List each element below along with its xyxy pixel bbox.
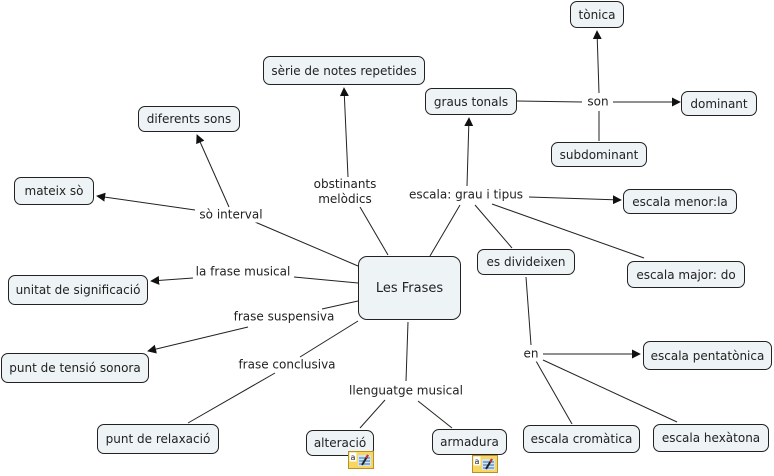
link-line — [535, 360, 573, 425]
link-phrase-escala-grau-i-tipus: escala: grau i tipus — [406, 187, 526, 203]
concept-escala-major[interactable]: escala major: do — [627, 261, 745, 288]
link-line — [254, 221, 359, 267]
link-line — [147, 326, 249, 354]
link-line — [516, 100, 583, 103]
link-line — [417, 400, 453, 429]
link-line — [542, 359, 678, 423]
note-resource-icon[interactable]: a — [472, 455, 498, 473]
link-phrase-so-interval: sò interval — [197, 207, 265, 223]
link-line — [429, 204, 461, 257]
link-line — [464, 117, 474, 187]
link-line — [359, 399, 386, 429]
concept-tonica[interactable]: tònica — [570, 1, 624, 28]
concept-dominant[interactable]: dominant — [681, 91, 757, 116]
concept-alteracio[interactable]: alteració — [306, 430, 374, 456]
concept-serie-notes-repetides[interactable]: sèrie de notes repetides — [263, 56, 425, 85]
concept-unitat-de-significacio[interactable]: unitat de significació — [8, 275, 148, 305]
concept-escala-cromatica[interactable]: escala cromàtica — [523, 425, 640, 453]
link-line — [339, 87, 349, 178]
link-line — [359, 206, 389, 256]
concept-armadura[interactable]: armadura — [432, 429, 507, 455]
link-line — [293, 276, 359, 284]
concept-escala-menor[interactable]: escala menor:la — [623, 189, 737, 214]
link-line — [592, 30, 602, 94]
link-line — [525, 276, 532, 346]
link-line — [528, 195, 622, 205]
concept-diferents-sons[interactable]: diferents sons — [138, 106, 240, 132]
link-phrase-son: son — [585, 94, 611, 110]
link-phrase-en: en — [521, 346, 541, 362]
link-phrase-obstinants-melodics: obstinants melòdics — [311, 177, 379, 207]
concept-subdominant[interactable]: subdominant — [551, 142, 647, 167]
link-line — [299, 320, 359, 358]
concept-escala-hexatona[interactable]: escala hexàtona — [653, 424, 769, 452]
link-line — [405, 321, 409, 382]
svg-text:a: a — [475, 457, 480, 466]
link-line — [96, 192, 196, 211]
link-phrase-frase-conclusiva: frase conclusiva — [236, 357, 338, 373]
link-phrase-la-frase-musical: la frase musical — [193, 264, 293, 280]
link-line — [491, 203, 645, 259]
link-phrase-llenguatge-musical: llenguatge musical — [347, 383, 465, 399]
concept-es-divideixen[interactable]: es divideixen — [477, 249, 575, 275]
link-line — [150, 275, 194, 285]
link-line — [187, 372, 276, 424]
link-phrase-frase-suspensiva: frase suspensiva — [231, 309, 337, 325]
concept-mateix-so[interactable]: mateix sò — [14, 177, 94, 205]
concept-graus-tonals[interactable]: graus tonals — [425, 88, 517, 115]
concept-escala-pentatonica[interactable]: escala pentatònica — [643, 341, 772, 370]
link-line — [196, 134, 230, 208]
note-resource-icon[interactable]: a — [348, 451, 374, 469]
concept-punt-de-tensio-sonora[interactable]: punt de tensió sonora — [1, 353, 149, 383]
concept-les-frases[interactable]: Les Frases — [358, 256, 461, 320]
concept-punt-de-relaxacio[interactable]: punt de relaxació — [97, 424, 219, 454]
link-line — [474, 204, 513, 249]
svg-text:a: a — [351, 453, 356, 462]
link-line — [321, 300, 359, 310]
